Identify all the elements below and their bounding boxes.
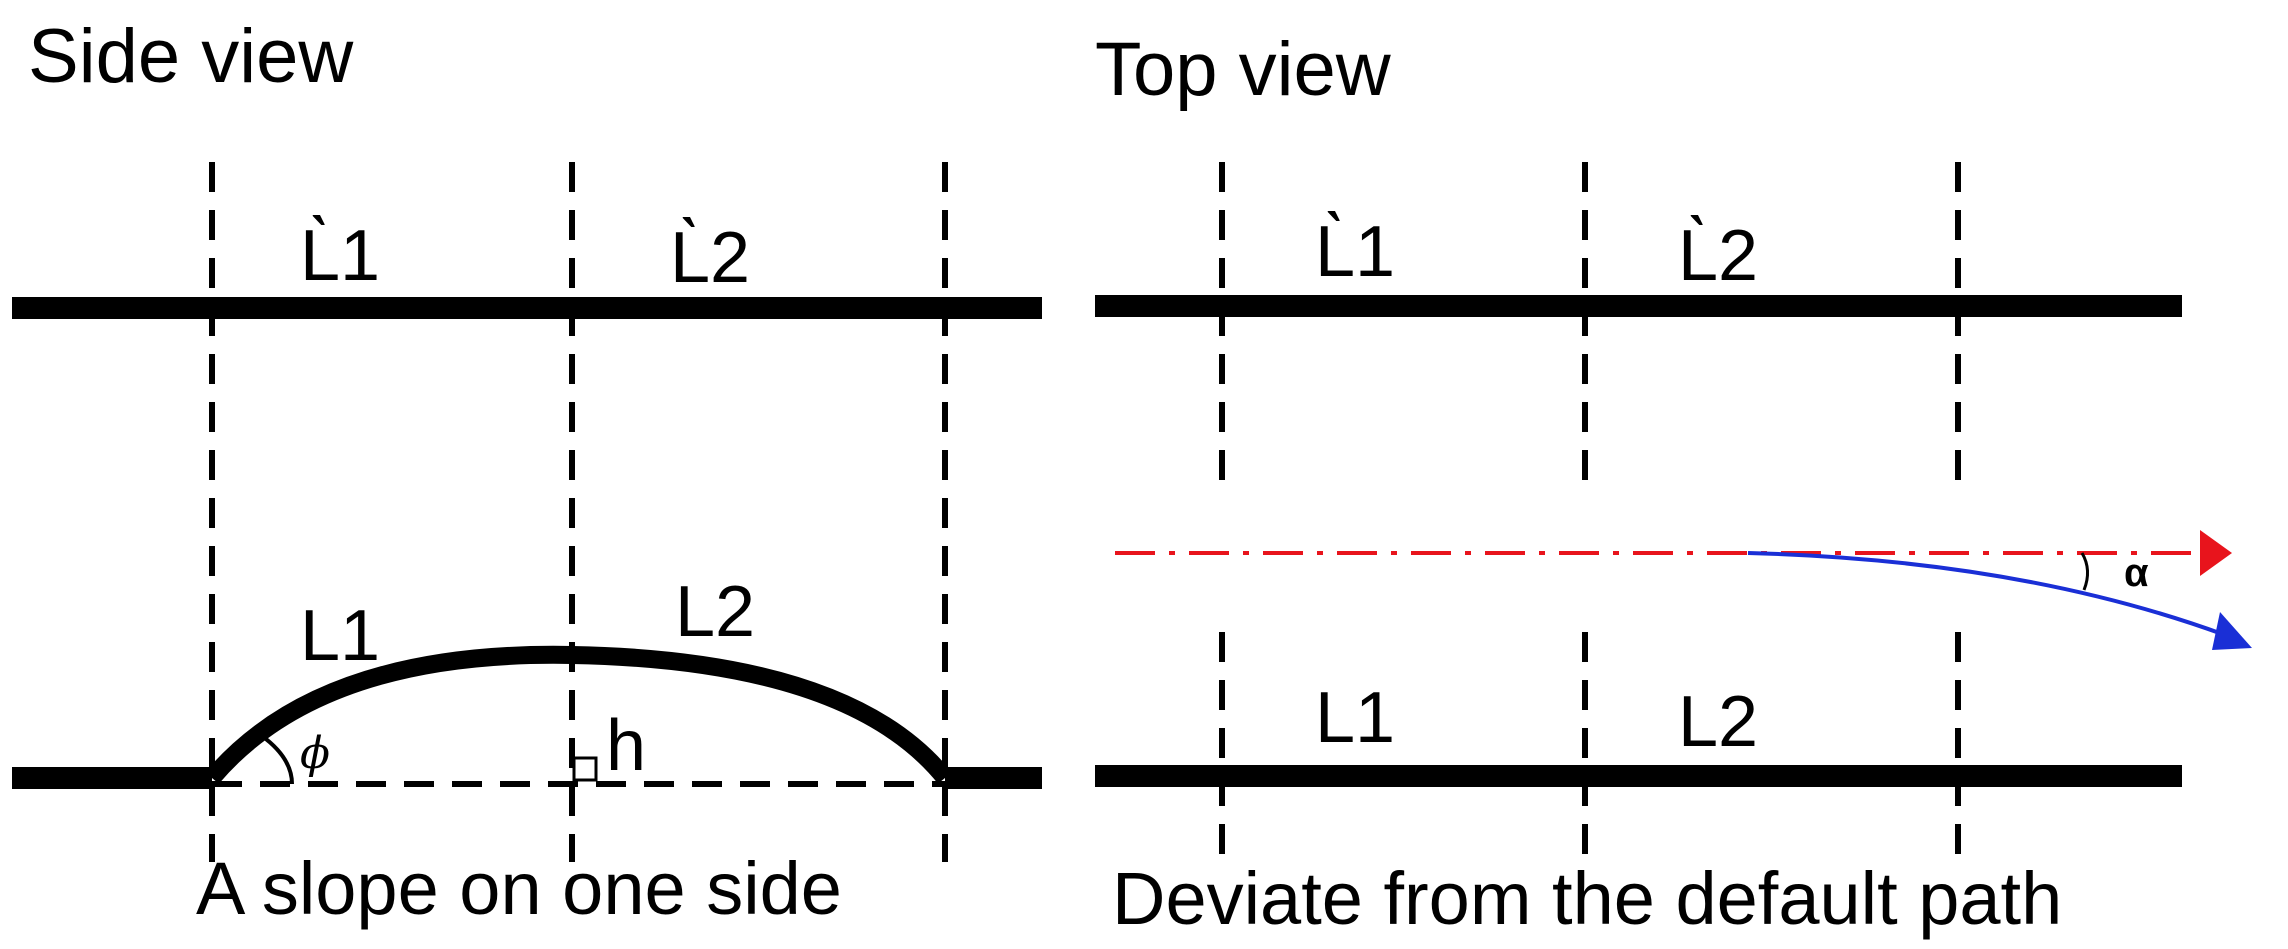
default-path-arrowhead xyxy=(2200,530,2232,576)
side-top-label-1: L̀1 xyxy=(300,215,380,296)
side-angle-arc xyxy=(260,734,294,785)
side-view-caption: A slope on one side xyxy=(196,847,842,930)
deviated-path-arrowhead xyxy=(2212,612,2252,650)
side-height-label: h xyxy=(606,706,646,786)
top-view-dashed-guides-upper xyxy=(1219,162,1961,495)
top-view-dashed-guides-lower xyxy=(1219,632,1961,862)
side-view-dashed-guides xyxy=(209,162,948,862)
side-bottom-label-1: L1 xyxy=(300,596,380,676)
side-angle-label: ϕ xyxy=(300,728,330,779)
side-top-label-2: L̀2 xyxy=(670,217,750,298)
side-bottom-label-2: L2 xyxy=(675,572,755,652)
side-view-panel: Side view L̀1 L̀2 ϕ h L1 L2 A slope on o… xyxy=(12,14,1042,930)
alpha-angle-arc xyxy=(2080,552,2089,591)
top-view-caption: Deviate from the default path xyxy=(1112,857,2062,940)
top-view-title: Top view xyxy=(1095,27,1392,112)
top-view-panel: Top view L̀1 L̀2 L1 L2 α Deviate from xyxy=(1095,27,2252,940)
top-top-label-2: L̀2 xyxy=(1678,215,1758,296)
deviated-path-curve xyxy=(1747,551,2226,637)
top-top-label-1: L̀1 xyxy=(1315,211,1395,292)
side-view-title: Side view xyxy=(28,14,354,99)
top-bottom-label-2: L2 xyxy=(1678,682,1758,762)
right-angle-marker xyxy=(572,756,598,782)
top-angle-label: α xyxy=(2124,551,2149,595)
top-bottom-label-1: L1 xyxy=(1315,678,1395,758)
side-slope-arch xyxy=(205,645,953,784)
